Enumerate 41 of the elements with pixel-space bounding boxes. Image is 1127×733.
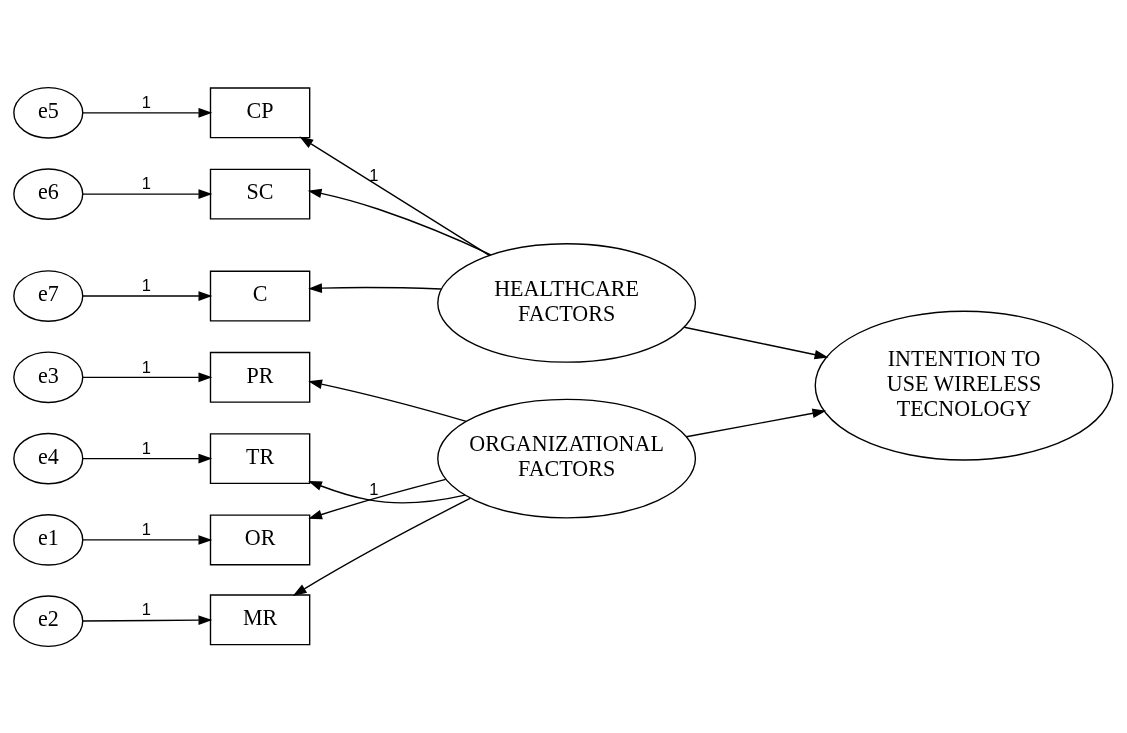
node-box: C	[209, 270, 311, 322]
edge-label: 1	[141, 357, 152, 377]
arrow	[308, 378, 467, 422]
arrow	[308, 478, 447, 519]
arrow	[308, 282, 442, 293]
node-box: CP	[209, 86, 311, 138]
arrow	[82, 107, 213, 118]
edge-label: 1	[141, 275, 152, 295]
arrow	[292, 497, 471, 596]
edge-label: 1	[369, 165, 379, 185]
edge-label: 1	[141, 599, 152, 619]
edge-label: 1	[141, 438, 152, 458]
arrow	[299, 136, 490, 256]
arrow	[82, 453, 213, 463]
arrow	[82, 534, 213, 545]
edge-label: 1	[141, 92, 152, 112]
arrow	[308, 480, 466, 503]
arrow	[82, 290, 213, 301]
arrow	[82, 188, 213, 199]
node-box: TR	[209, 432, 311, 484]
node-ellipse: e7	[13, 269, 84, 322]
node-box: MR	[209, 593, 311, 645]
arrow	[82, 372, 213, 382]
node-box: SC	[209, 168, 311, 220]
node-box: PR	[209, 351, 311, 403]
edge-label: 1	[141, 519, 152, 539]
arrow	[683, 326, 829, 359]
edge-label: 1	[141, 173, 152, 193]
arrow	[82, 614, 213, 625]
node-ellipse: e1	[13, 513, 84, 566]
arrow	[685, 408, 827, 437]
node-ellipse: e5	[13, 86, 84, 139]
node-box: OR	[209, 513, 311, 565]
node-ellipse: ORGANIZATIONAL FACTORS	[437, 398, 697, 519]
node-ellipse: e4	[13, 432, 84, 484]
node-ellipse: e6	[13, 167, 84, 220]
node-ellipse: HEALTHCARE FACTORS	[437, 242, 697, 363]
arrow	[307, 188, 492, 256]
edge-label: 1	[369, 479, 379, 499]
node-ellipse: e3	[13, 351, 84, 403]
node-ellipse: e2	[13, 594, 84, 647]
